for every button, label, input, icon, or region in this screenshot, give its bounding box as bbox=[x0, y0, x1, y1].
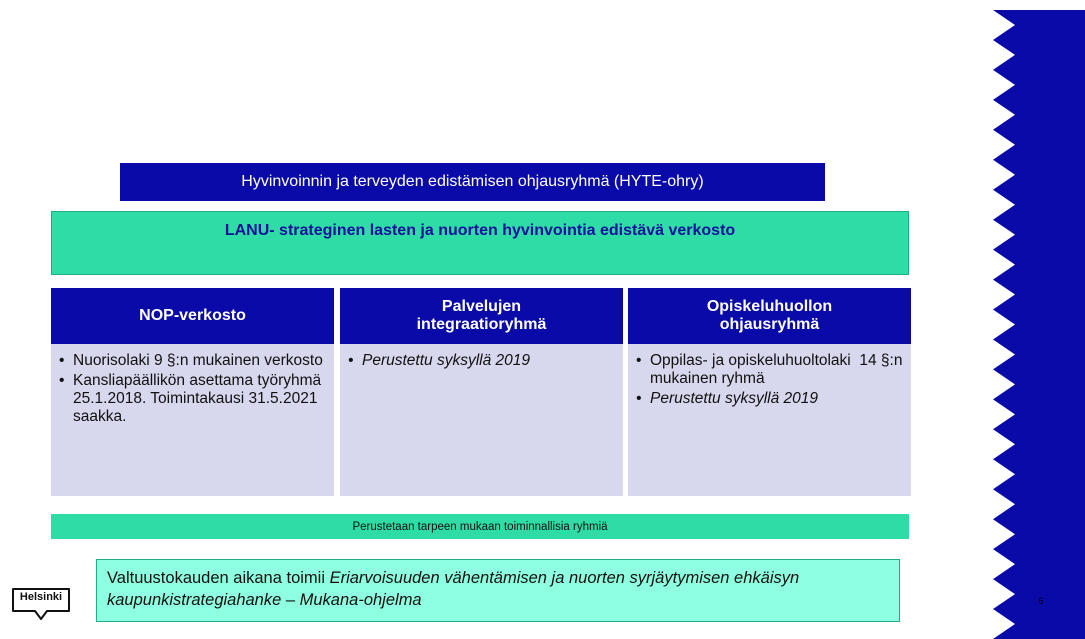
integration-group-body: Perustettu syksyllä 2019 bbox=[340, 344, 623, 496]
nop-network-list: Nuorisolaki 9 §:n mukainen verkosto Kans… bbox=[59, 352, 328, 426]
mukana-prefix: Valtuustokauden aikana toimii bbox=[107, 569, 330, 587]
hyte-ohry-label: Hyvinvoinnin ja terveyden edistämisen oh… bbox=[241, 173, 704, 190]
nop-network-body: Nuorisolaki 9 §:n mukainen verkosto Kans… bbox=[51, 344, 334, 496]
hyte-ohry-box: Hyvinvoinnin ja terveyden edistämisen oh… bbox=[120, 163, 825, 201]
nop-network-header: NOP-verkosto bbox=[51, 288, 334, 344]
integration-group-title: Palvelujen integraatioryhmä bbox=[416, 298, 547, 333]
student-welfare-group-header: Opiskeluhuollon ohjausryhmä bbox=[628, 288, 911, 344]
student-welfare-group-title: Opiskeluhuollon ohjausryhmä bbox=[706, 298, 833, 333]
helsinki-crest-icon bbox=[12, 588, 70, 620]
zigzag-side-decoration bbox=[993, 10, 1085, 639]
functional-groups-label: Perustetaan tarpeen mukaan toiminnallisi… bbox=[352, 520, 608, 533]
functional-groups-bar: Perustetaan tarpeen mukaan toiminnallisi… bbox=[51, 514, 909, 539]
mukana-program-name: Eriarvoisuuden vähentämisen ja nuorten s… bbox=[107, 569, 800, 609]
helsinki-logo: Helsinki bbox=[9, 585, 73, 623]
integration-group-header: Palvelujen integraatioryhmä bbox=[340, 288, 623, 344]
student-welfare-group-body: Oppilas- ja opiskeluhuoltolaki 14 §:n mu… bbox=[628, 344, 911, 496]
list-item: Kansliapäällikön asettama työryhmä 25.1.… bbox=[59, 372, 328, 426]
list-item: Nuorisolaki 9 §:n mukainen verkosto bbox=[59, 352, 328, 370]
page-number: 6 bbox=[1038, 596, 1044, 606]
mukana-program-box: Valtuustokauden aikana toimii Eriarvoisu… bbox=[96, 559, 900, 622]
student-welfare-group-list: Oppilas- ja opiskeluhuoltolaki 14 §:n mu… bbox=[636, 352, 905, 408]
lanu-network-box: LANU- strateginen lasten ja nuorten hyvi… bbox=[51, 211, 909, 275]
list-item: Perustettu syksyllä 2019 bbox=[348, 352, 617, 370]
nop-network-title: NOP-verkosto bbox=[139, 307, 246, 324]
zigzag-shape bbox=[993, 10, 1085, 639]
lanu-network-label: LANU- strateginen lasten ja nuorten hyvi… bbox=[224, 222, 736, 239]
list-item: Oppilas- ja opiskeluhuoltolaki 14 §:n mu… bbox=[636, 352, 905, 388]
integration-group-list: Perustettu syksyllä 2019 bbox=[348, 352, 617, 370]
list-item: Perustettu syksyllä 2019 bbox=[636, 390, 905, 408]
helsinki-logo-text: Helsinki bbox=[19, 591, 63, 603]
